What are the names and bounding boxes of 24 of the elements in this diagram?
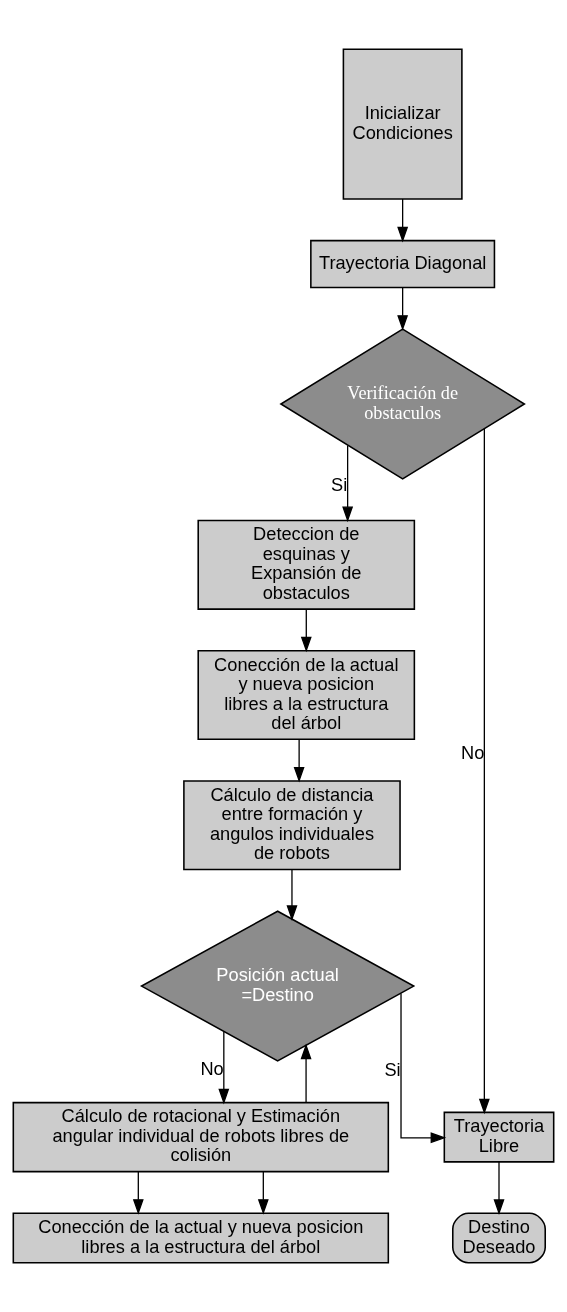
arrow	[397, 198, 409, 243]
arrow	[286, 869, 298, 921]
arrow	[300, 1043, 312, 1104]
arrow	[478, 428, 490, 1115]
arrow	[293, 738, 305, 783]
arrow	[300, 608, 312, 653]
arrow	[218, 1030, 230, 1105]
node-box: Conección de la actual y nueva posicion libres a la estructura del árbol	[197, 650, 416, 741]
arrow	[132, 1171, 144, 1215]
arrow	[397, 287, 409, 331]
node-box: Trayectoria Diagonal	[310, 239, 496, 289]
arrow	[493, 1161, 505, 1215]
arrow	[342, 444, 354, 523]
arrow	[257, 1171, 269, 1215]
edge-label: No	[460, 743, 485, 764]
node-box: Conección de la actual y nueva posicion libres a la estructura del árbol	[12, 1212, 390, 1264]
node-box: Cálculo de rotacional y Estimación angular individual de robots libres de colisión	[12, 1101, 390, 1173]
node-box: Cálculo de distancia entre formación y angulos individuales de robots	[183, 780, 401, 871]
node-box: Deteccion de esquinas y Expansión de obstaculos	[197, 519, 416, 610]
node-box: Trayectoria Libre	[443, 1111, 555, 1163]
node-box: Destino Deseado	[452, 1212, 546, 1264]
arrow	[400, 992, 447, 1144]
edge-label: Si	[384, 1059, 401, 1080]
node-box: Inicializar Condiciones	[342, 48, 463, 200]
